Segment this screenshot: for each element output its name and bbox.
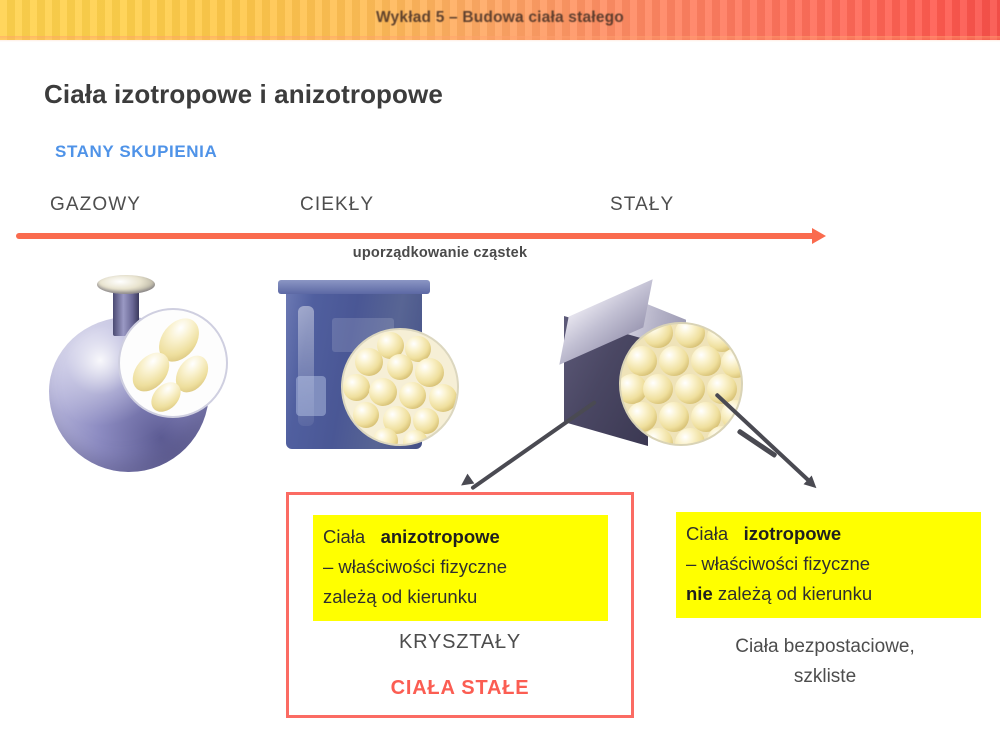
magnifier-gas-molecules-icon xyxy=(118,308,228,418)
state-label-gas: GAZOWY xyxy=(50,194,142,215)
lattice-atom xyxy=(643,324,673,348)
crystals-label: KRYSZTAŁY xyxy=(398,631,522,653)
ordering-arrow-head-icon xyxy=(812,228,826,244)
anisotropic-line1-prefix: Ciała xyxy=(323,526,366,547)
lattice-atom xyxy=(675,374,705,404)
molecule xyxy=(413,408,439,434)
magnifier-crystal-lattice-icon xyxy=(619,322,743,446)
lattice-atom xyxy=(675,324,705,348)
ordering-arrow-caption: uporządkowanie cząstek xyxy=(352,245,528,261)
magnifier-liquid-molecules-icon xyxy=(341,328,459,446)
lattice-atom xyxy=(659,346,689,376)
anisotropic-highlight-text: Ciała anizotropowe – właściwości fizyczn… xyxy=(313,515,608,621)
beaker-gloss xyxy=(298,306,314,426)
lattice-atom xyxy=(691,346,721,376)
amorphous-label: Ciała bezpostaciowe, szkliste xyxy=(655,632,995,692)
amorphous-line2: szkliste xyxy=(793,666,857,687)
anisotropic-conclusion-box: Ciała anizotropowe – właściwości fizyczn… xyxy=(286,492,634,718)
molecule xyxy=(353,402,379,428)
lattice-atom xyxy=(707,426,737,444)
molecule xyxy=(369,378,397,406)
isotropic-line2: – właściwości fizyczne xyxy=(686,553,871,574)
anisotropic-line3: zależą od kierunku xyxy=(323,586,478,607)
isotropic-highlight-text: Ciała izotropowe – właściwości fizyczne … xyxy=(676,512,981,618)
isotropic-negation: nie xyxy=(686,583,713,604)
banner-fade xyxy=(0,36,1000,42)
isotropic-line1-prefix: Ciała xyxy=(686,523,729,544)
page-title: Ciała izotropowe i anizotropowe xyxy=(44,79,443,109)
molecule xyxy=(415,358,444,387)
molecule xyxy=(387,354,413,380)
section-subtitle: STANY SKUPIENIA xyxy=(55,142,218,161)
molecule xyxy=(343,374,370,401)
lattice-atom xyxy=(721,400,741,430)
state-label-liquid: CIEKŁY xyxy=(300,194,375,215)
isotropic-keyword: izotropowe xyxy=(743,523,842,544)
lattice-atom xyxy=(643,428,673,444)
anisotropic-keyword: anizotropowe xyxy=(380,526,500,547)
molecule xyxy=(403,430,428,444)
lattice-atom xyxy=(621,374,647,404)
molecule xyxy=(373,428,398,444)
lattice-atom xyxy=(721,348,741,378)
lattice-atom xyxy=(659,402,689,432)
molecule xyxy=(355,348,383,376)
beaker-rim xyxy=(278,280,430,294)
ordering-arrow-line xyxy=(16,233,822,239)
state-label-solid: STAŁY xyxy=(610,194,675,215)
molecule xyxy=(429,384,457,412)
anisotropic-line2: – właściwości fizyczne xyxy=(323,556,508,577)
flask-lip xyxy=(97,275,155,294)
lattice-atom xyxy=(675,428,705,444)
lattice-atom xyxy=(627,346,657,376)
lattice-atom xyxy=(627,402,657,432)
beaker-patch xyxy=(296,376,326,416)
solids-label: CIAŁA STAŁE xyxy=(390,677,530,699)
molecule xyxy=(399,382,426,409)
isotropic-line3: zależą od kierunku xyxy=(717,583,873,604)
amorphous-line1: Ciała bezpostaciowe, xyxy=(735,636,915,657)
header-banner xyxy=(0,0,1000,40)
lattice-atom xyxy=(643,374,673,404)
banner-title: Wykład 5 – Budowa ciała stałego xyxy=(376,9,624,26)
